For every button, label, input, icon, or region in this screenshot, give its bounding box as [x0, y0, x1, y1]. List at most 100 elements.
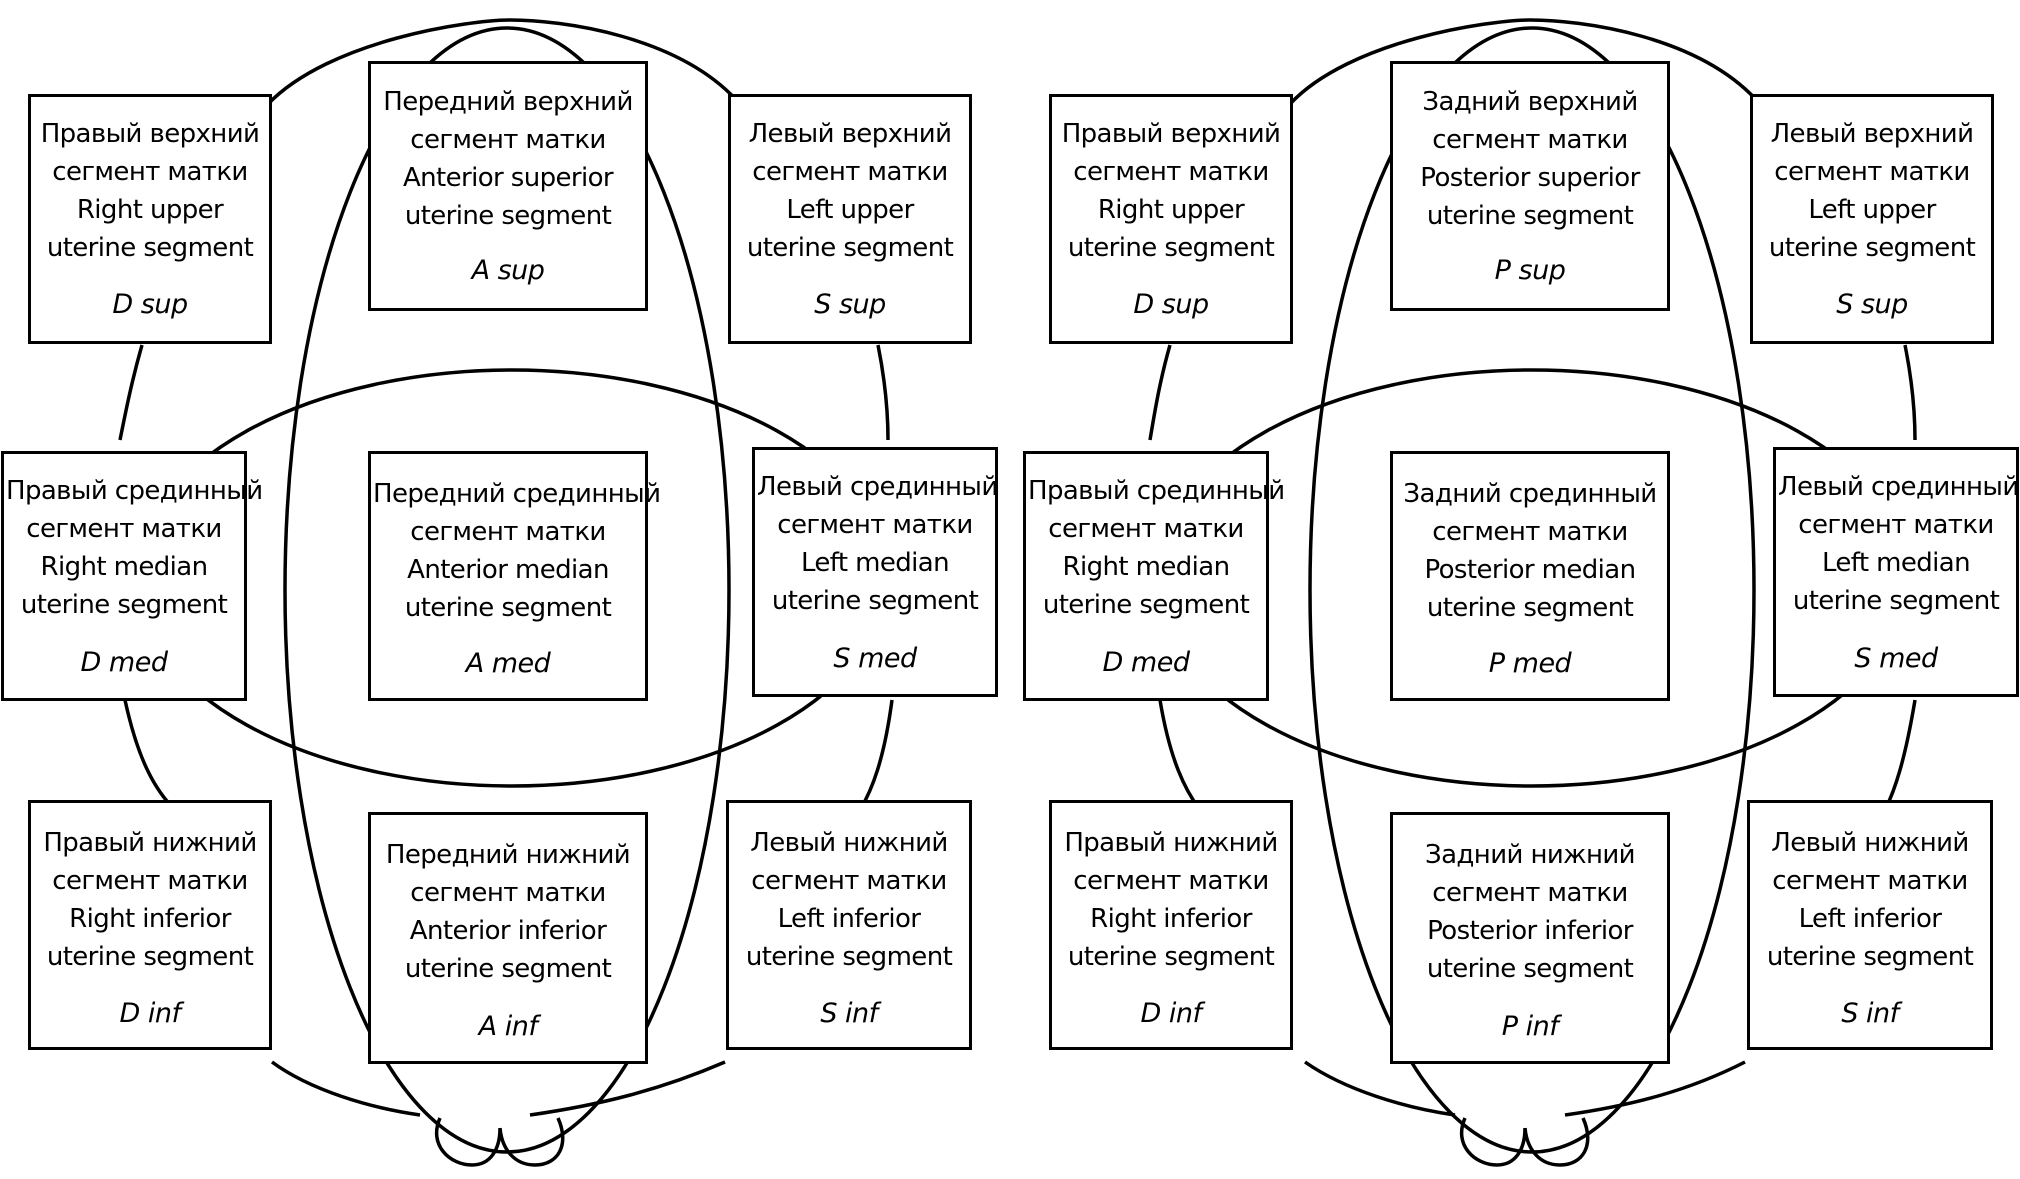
segment-label-en-2: uterine segment: [404, 593, 612, 623]
segment-box-left-inferior: Левый нижний сегмент матки Left inferior…: [726, 800, 972, 1050]
segment-label-en: Right median: [1062, 552, 1231, 582]
segment-label-ru: Левый верхний: [1770, 119, 1974, 149]
segment-label-en-2: uterine segment: [1042, 590, 1250, 620]
segment-label-ru: Задний срединный: [1403, 479, 1657, 509]
segment-label-en: Right upper: [76, 195, 224, 225]
segment-box-right-inferior: Правый нижний сегмент матки Right inferi…: [28, 800, 272, 1050]
segment-box-anterior-inferior: Передний нижний сегмент матки Anterior i…: [368, 812, 648, 1064]
segment-code: P med: [1488, 648, 1572, 679]
segment-label-en: Posterior inferior: [1427, 916, 1633, 946]
segment-label-en-2: uterine segment: [404, 954, 612, 984]
segment-label-ru-2: сегмент матки: [26, 514, 222, 544]
segment-label-en-2: uterine segment: [46, 942, 254, 972]
segment-label-ru-2: сегмент матки: [410, 878, 606, 908]
segment-label-en-2: uterine segment: [771, 586, 979, 616]
segment-label-en-2: uterine segment: [1426, 201, 1634, 231]
segment-box-posterior-superior: Задний верхний сегмент матки Posterior s…: [1390, 61, 1670, 311]
segment-label-ru-2: сегмент матки: [1432, 517, 1628, 547]
segment-code: P inf: [1501, 1011, 1559, 1042]
segment-label-en-2: uterine segment: [1426, 593, 1634, 623]
segment-box-posterior-median: Задний срединный сегмент матки Posterior…: [1390, 451, 1670, 701]
segment-label-en-2: uterine segment: [1067, 942, 1275, 972]
segment-label-ru-2: сегмент матки: [1774, 157, 1970, 187]
segment-label-en: Right median: [40, 552, 209, 582]
segment-code: D inf: [1140, 998, 1203, 1029]
segment-label-ru-2: сегмент матки: [410, 125, 606, 155]
segment-label-en-2: uterine segment: [20, 590, 228, 620]
segment-box-right-upper: Правый верхний сегмент матки Right upper…: [1049, 94, 1293, 344]
segment-code: S med: [1854, 643, 1938, 674]
segment-label-ru-2: сегмент матки: [751, 866, 947, 896]
segment-label-ru: Правый срединный: [1028, 476, 1285, 506]
posterior-uterus-body-outline: [1148, 18, 1917, 1117]
segment-label-en-2: uterine segment: [745, 942, 953, 972]
segment-label-en-2: uterine segment: [1768, 233, 1976, 263]
segment-box-right-median: Правый срединный сегмент матки Right med…: [1023, 451, 1285, 701]
segment-code: S inf: [820, 998, 878, 1029]
segment-code: D inf: [119, 998, 182, 1029]
segment-label-ru-2: сегмент матки: [1798, 510, 1994, 540]
segment-label-en: Left median: [800, 548, 950, 578]
segment-code: A med: [465, 648, 551, 679]
segment-label-ru: Передний верхний: [383, 87, 633, 117]
segment-label-ru: Правый верхний: [40, 119, 260, 149]
segment-label-ru: Левый срединный: [1778, 472, 2019, 502]
segment-label-ru-2: сегмент матки: [1772, 866, 1968, 896]
segment-label-ru: Левый нижний: [750, 828, 948, 858]
segment-label-en: Left upper: [1808, 195, 1936, 225]
segment-code: D sup: [112, 289, 188, 320]
segment-box-anterior-median: Передний срединный сегмент матки Anterio…: [368, 451, 661, 701]
segment-label-en: Anterior median: [407, 555, 609, 585]
segment-label-en-2: uterine segment: [1792, 586, 2000, 616]
segment-box-left-upper: Левый верхний сегмент матки Left upper u…: [1750, 94, 1994, 344]
anterior-cervix-outline: [434, 1117, 565, 1167]
segment-label-en: Left inferior: [777, 904, 921, 934]
segment-code: D sup: [1133, 289, 1209, 320]
segment-box-right-upper: Правый верхний сегмент матки Right upper…: [28, 94, 272, 344]
segment-label-en: Right inferior: [1090, 904, 1252, 934]
segment-label-ru-2: сегмент матки: [752, 157, 948, 187]
segment-box-anterior-superior: Передний верхний сегмент матки Anterior …: [368, 61, 648, 311]
segment-label-en-2: uterine segment: [746, 233, 954, 263]
segment-label-ru-2: сегмент матки: [52, 866, 248, 896]
segment-code: D med: [80, 647, 168, 678]
segment-code: S sup: [814, 289, 886, 320]
segment-box-left-median: Левый срединный сегмент матки Left media…: [752, 447, 998, 697]
segment-label-en: Left median: [1821, 548, 1971, 578]
segment-label-en: Posterior superior: [1420, 163, 1640, 193]
segment-label-ru: Задний нижний: [1425, 840, 1636, 870]
segment-code: D med: [1102, 647, 1190, 678]
anterior-uterus-body-outline: [118, 18, 894, 1117]
segment-label-en-2: uterine segment: [1766, 942, 1974, 972]
segment-label-ru-2: сегмент матки: [1048, 514, 1244, 544]
segment-label-en: Posterior median: [1424, 555, 1636, 585]
segment-code: S inf: [1841, 998, 1899, 1029]
segment-label-ru-2: сегмент матки: [1073, 866, 1269, 896]
segment-label-ru-2: сегмент матки: [777, 510, 973, 540]
segment-code: A inf: [478, 1011, 538, 1042]
segment-box-left-median: Левый срединный сегмент матки Left media…: [1773, 447, 2019, 697]
segment-label-en: Anterior superior: [402, 163, 614, 193]
segment-label-ru-2: сегмент матки: [1432, 878, 1628, 908]
segment-box-right-median: Правый срединный сегмент матки Right med…: [1, 451, 263, 701]
segment-box-left-upper: Левый верхний сегмент матки Left upper u…: [728, 94, 972, 344]
segment-label-en: Right inferior: [69, 904, 231, 934]
segment-label-ru: Правый срединный: [6, 476, 263, 506]
segment-box-right-inferior: Правый нижний сегмент матки Right inferi…: [1049, 800, 1293, 1050]
segment-label-ru: Правый нижний: [1064, 828, 1278, 858]
segment-label-en: Anterior inferior: [409, 916, 607, 946]
segment-label-ru-2: сегмент матки: [1073, 157, 1269, 187]
segment-label-en: Left upper: [786, 195, 914, 225]
segment-label-ru-2: сегмент матки: [52, 157, 248, 187]
segment-label-ru: Левый срединный: [757, 472, 998, 502]
segment-label-ru: Правый верхний: [1061, 119, 1281, 149]
segment-code: P sup: [1494, 255, 1566, 286]
segment-label-ru: Левый нижний: [1771, 828, 1969, 858]
segment-code: A sup: [471, 255, 545, 286]
segment-label-en: Right upper: [1097, 195, 1245, 225]
segment-label-en: Left inferior: [1798, 904, 1942, 934]
segment-label-ru-2: сегмент матки: [410, 517, 606, 547]
segment-code: S med: [833, 643, 917, 674]
posterior-cervix-outline: [1459, 1117, 1590, 1167]
